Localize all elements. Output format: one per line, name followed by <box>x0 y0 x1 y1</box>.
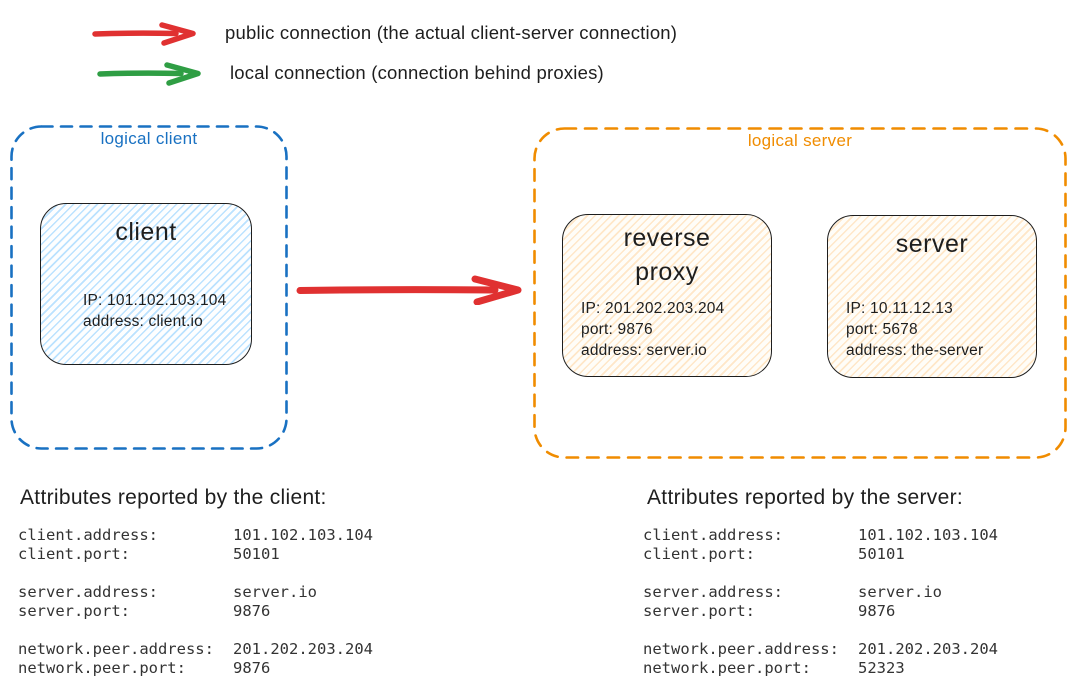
reverse-proxy-node-title: reverse proxy <box>623 224 711 286</box>
attribute-group: client.address: 101.102.103.104 client.p… <box>643 526 998 564</box>
attribute-row: client.port: 50101 <box>18 545 373 564</box>
server-node-info-line: port: 5678 <box>846 321 918 338</box>
reverse-proxy-node: reverse proxy IP: 201.202.203.204 port: … <box>562 214 772 377</box>
attribute-row: network.peer.address: 201.202.203.204 <box>18 640 373 659</box>
client-node: client IP: 101.102.103.104 address: clie… <box>40 203 252 365</box>
attribute-key: server.address: <box>18 583 158 601</box>
server-node: server IP: 10.11.12.13 port: 5678 addres… <box>827 215 1037 378</box>
attribute-value: 9876 <box>858 602 896 620</box>
attribute-value: 50101 <box>233 545 280 563</box>
logical-server-group: logical server reverse proxy IP: 201.202… <box>533 127 1067 459</box>
client-attributes-table: client.address: 101.102.103.104 client.p… <box>18 526 373 678</box>
attribute-key: client.port: <box>18 545 130 563</box>
logical-server-outline <box>533 127 1067 459</box>
client-attributes-panel: Attributes reported by the client: clien… <box>18 486 373 697</box>
public-connection-arrow-icon <box>92 22 196 46</box>
attribute-group: server.address: server.io server.port: 9… <box>18 583 373 621</box>
attribute-row: network.peer.port: 52323 <box>643 659 998 678</box>
attribute-group: network.peer.address: 201.202.203.204 ne… <box>18 640 373 678</box>
attribute-key: network.peer.port: <box>18 659 186 677</box>
logical-client-group: logical client client IP: 101.102.103.10… <box>10 125 288 450</box>
attribute-row: client.address: 101.102.103.104 <box>18 526 373 545</box>
server-attributes-table: client.address: 101.102.103.104 client.p… <box>643 526 998 678</box>
client-node-info-line: IP: 101.102.103.104 <box>83 292 227 309</box>
attribute-value: server.io <box>858 583 942 601</box>
legend-label-local-connection: local connection (connection behind prox… <box>230 62 604 83</box>
attribute-row: client.address: 101.102.103.104 <box>643 526 998 545</box>
attribute-key: client.port: <box>643 545 755 563</box>
attribute-key: network.peer.address: <box>18 640 214 658</box>
reverse-proxy-node-info-line: IP: 201.202.203.204 <box>581 300 725 317</box>
attribute-row: server.port: 9876 <box>643 602 998 621</box>
attribute-key: client.address: <box>643 526 783 544</box>
reverse-proxy-node-info-line: address: server.io <box>581 342 707 359</box>
legend-label-public-connection: public connection (the actual client-ser… <box>225 22 678 43</box>
attribute-value: server.io <box>233 583 317 601</box>
attribute-value: 52323 <box>858 659 905 677</box>
attribute-value: 201.202.203.204 <box>858 640 998 658</box>
attribute-group: server.address: server.io server.port: 9… <box>643 583 998 621</box>
attribute-value: 201.202.203.204 <box>233 640 373 658</box>
logical-server-label: logical server <box>747 131 853 150</box>
attribute-key: server.address: <box>643 583 783 601</box>
client-attributes-heading: Attributes reported by the client: <box>20 486 327 509</box>
attribute-group: network.peer.address: 201.202.203.204 ne… <box>643 640 998 678</box>
attribute-key: client.address: <box>18 526 158 544</box>
attribute-value: 9876 <box>233 602 271 620</box>
server-node-info-line: IP: 10.11.12.13 <box>846 300 953 317</box>
attribute-value: 9876 <box>233 659 271 677</box>
attribute-row: server.address: server.io <box>643 583 998 602</box>
attribute-group: client.address: 101.102.103.104 client.p… <box>18 526 373 564</box>
attribute-key: network.peer.address: <box>643 640 839 658</box>
client-node-title: client <box>115 218 177 246</box>
attribute-value: 101.102.103.104 <box>233 526 373 544</box>
reverse-proxy-node-info-line: port: 9876 <box>581 321 653 338</box>
attribute-row: client.port: 50101 <box>643 545 998 564</box>
attribute-row: network.peer.port: 9876 <box>18 659 373 678</box>
server-attributes-panel: Attributes reported by the server: clien… <box>643 486 998 697</box>
attribute-value: 50101 <box>858 545 905 563</box>
client-server-arrow-icon <box>296 275 522 305</box>
attribute-row: server.address: server.io <box>18 583 373 602</box>
server-attributes-heading: Attributes reported by the server: <box>647 486 964 509</box>
attribute-row: server.port: 9876 <box>18 602 373 621</box>
client-node-info-line: address: client.io <box>83 313 203 330</box>
logical-client-outline <box>10 125 288 450</box>
server-node-info-line: address: the-server <box>846 342 984 359</box>
attribute-value: 101.102.103.104 <box>858 526 998 544</box>
attribute-key: network.peer.port: <box>643 659 811 677</box>
attribute-key: server.port: <box>643 602 755 620</box>
server-node-title: server <box>895 230 969 258</box>
attribute-key: server.port: <box>18 602 130 620</box>
attribute-row: network.peer.address: 201.202.203.204 <box>643 640 998 659</box>
local-connection-arrow-icon <box>97 62 201 86</box>
logical-client-label: logical client <box>100 129 198 148</box>
